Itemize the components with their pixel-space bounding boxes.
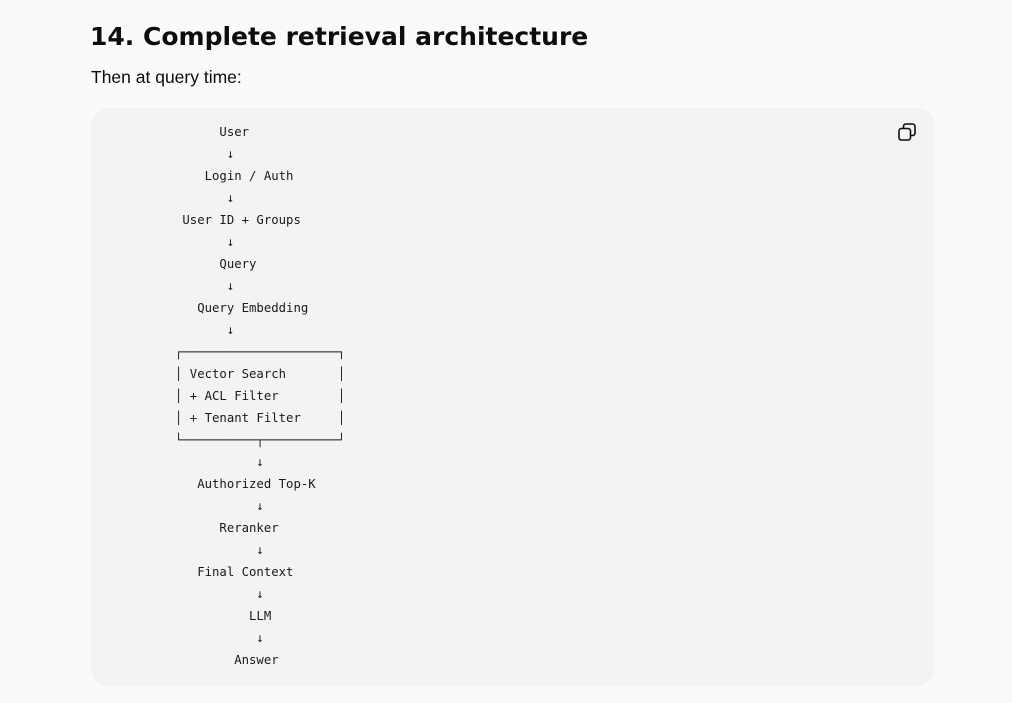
code-block: User ↓ Login / Auth ↓ User ID + Groups ↓… [91,108,935,686]
copy-icon [898,123,916,141]
intro-text: Then at query time: [91,67,242,87]
code-line: ↓ [175,455,264,469]
code-line: ↓ [175,499,264,513]
code-line: Login / Auth [175,169,294,183]
code-line: ↓ [175,323,235,337]
code-line: LLM [175,609,272,623]
code-line: └──────────┬──────────┘ [175,433,346,447]
code-line: │ + Tenant Filter │ [175,411,346,425]
code-line: Query [175,257,257,271]
code-line: ↓ [175,147,235,161]
code-line: │ Vector Search │ [175,367,346,381]
code-line: ↓ [175,235,235,249]
code-line: ↓ [175,191,235,205]
code-line: Authorized Top-K [175,477,316,491]
code-line: ↓ [175,587,264,601]
architecture-diagram: User ↓ Login / Auth ↓ User ID + Groups ↓… [175,121,345,671]
code-line: ↓ [175,631,264,645]
code-line: User ID + Groups [175,213,301,227]
code-line: Answer [175,653,279,667]
code-line: ↓ [175,279,235,293]
code-line: Reranker [175,521,279,535]
code-line: ↓ [175,543,264,557]
code-line: Final Context [175,565,294,579]
code-line: User [175,125,250,139]
code-line: Query Embedding [175,301,309,315]
page-title: 14. Complete retrieval architecture [90,22,589,51]
code-line: │ + ACL Filter │ [175,389,346,403]
code-line: ┌─────────────────────┐ [175,345,346,359]
copy-code-button[interactable] [895,120,919,144]
